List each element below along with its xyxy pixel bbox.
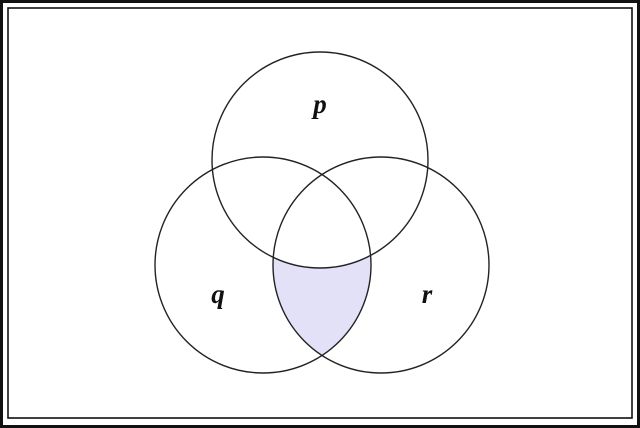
set-label-q: q — [211, 279, 225, 309]
set-circle-r — [272, 156, 490, 374]
set-circle-q — [154, 156, 372, 374]
set-circle-p — [211, 51, 429, 269]
set-label-r: r — [422, 279, 433, 309]
set-label-p: p — [311, 89, 327, 119]
